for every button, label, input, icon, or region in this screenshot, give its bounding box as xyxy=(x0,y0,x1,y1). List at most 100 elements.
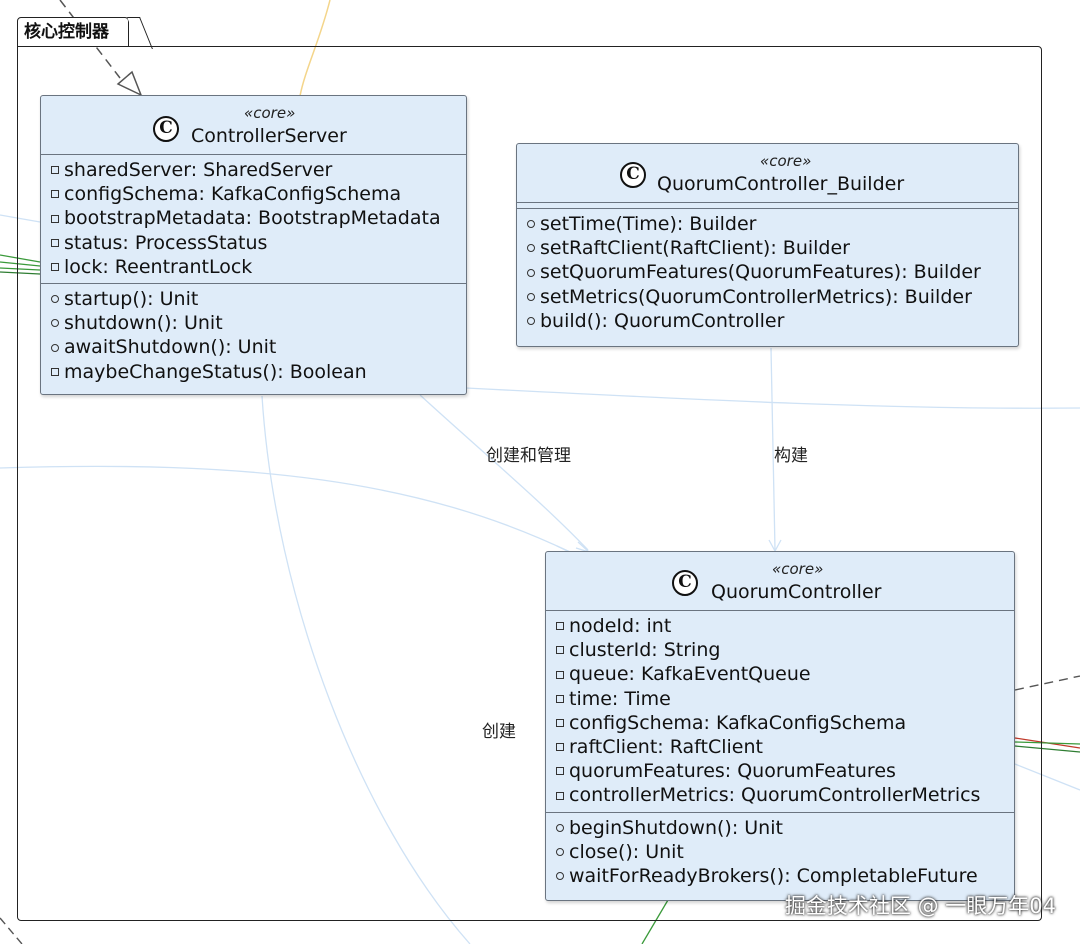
public-visibility-icon xyxy=(556,847,564,856)
private-visibility-icon xyxy=(51,367,59,376)
method-text: awaitShutdown(): Unit xyxy=(64,336,277,359)
edge-yellow-top xyxy=(299,0,331,97)
method-text: beginShutdown(): Unit xyxy=(569,816,783,839)
attribute-row: queue: KafkaEventQueue xyxy=(556,662,1014,686)
method-text: shutdown(): Unit xyxy=(64,312,223,335)
edge-label-build: 构建 xyxy=(774,446,808,466)
edge-create-and-manage xyxy=(419,394,589,551)
private-visibility-icon xyxy=(556,767,564,776)
public-visibility-icon xyxy=(51,319,59,328)
class-header: «core» C QuorumController_Builder xyxy=(517,144,1018,203)
public-visibility-icon xyxy=(527,316,535,325)
attribute-text: nodeId: int xyxy=(569,615,672,637)
private-visibility-icon xyxy=(556,743,564,752)
public-visibility-icon xyxy=(527,244,535,253)
public-visibility-icon xyxy=(51,343,59,352)
method-row: awaitShutdown(): Unit xyxy=(51,335,466,359)
method-text: setTime(Time): Builder xyxy=(540,213,757,235)
method-row: startup(): Unit xyxy=(51,287,466,311)
attribute-row: configSchema: KafkaConfigSchema xyxy=(51,182,466,206)
edge-dashed-bottom-left xyxy=(0,917,23,944)
private-visibility-icon xyxy=(556,791,564,800)
public-visibility-icon xyxy=(527,292,535,301)
method-row: beginShutdown(): Unit xyxy=(556,816,1014,840)
attribute-text: quorumFeatures: QuorumFeatures xyxy=(569,760,896,783)
private-visibility-icon xyxy=(556,622,564,631)
edge-green-left-1 xyxy=(0,254,41,263)
private-visibility-icon xyxy=(556,670,564,679)
method-text: setRaftClient(RaftClient): Builder xyxy=(540,237,850,260)
class-c-icon: C xyxy=(672,570,698,596)
attributes-section-empty xyxy=(517,203,1018,209)
attribute-text: lock: ReentrantLock xyxy=(64,255,253,278)
method-row: setQuorumFeatures(QuorumFeatures): Build… xyxy=(527,260,1018,284)
edge-build xyxy=(770,347,776,551)
edge-green-right-2 xyxy=(1014,745,1080,753)
edge-green-left-3 xyxy=(0,267,41,271)
private-visibility-icon xyxy=(51,238,59,247)
class-quorum-controller-builder[interactable]: «core» C QuorumController_Builder setTim… xyxy=(516,143,1019,347)
method-row: shutdown(): Unit xyxy=(51,311,466,335)
public-visibility-icon xyxy=(556,823,564,832)
attribute-text: raftClient: RaftClient xyxy=(569,736,763,759)
edge-light-right-2 xyxy=(1014,763,1080,791)
method-row: setRaftClient(RaftClient): Builder xyxy=(527,236,1018,260)
attribute-row: lock: ReentrantLock xyxy=(51,255,466,279)
attribute-row: nodeId: int xyxy=(556,614,1014,638)
attribute-row: configSchema: KafkaConfigSchema xyxy=(556,711,1014,735)
class-c-icon: C xyxy=(153,116,179,142)
method-text: maybeChangeStatus(): Boolean xyxy=(64,360,367,383)
method-row: setMetrics(QuorumControllerMetrics): Bui… xyxy=(527,285,1018,309)
attribute-text: time: Time xyxy=(569,687,671,710)
stereotype: «core» xyxy=(244,104,296,122)
public-visibility-icon xyxy=(527,268,535,277)
method-text: setMetrics(QuorumControllerMetrics): Bui… xyxy=(540,285,972,308)
edge-green-bottom xyxy=(641,899,669,944)
edge-label-create-and-manage: 创建和管理 xyxy=(486,446,571,466)
attribute-text: bootstrapMetadata: BootstrapMetadata xyxy=(64,207,441,230)
private-visibility-icon xyxy=(556,646,564,655)
hollow-arrowhead xyxy=(116,70,143,97)
edge-light-right xyxy=(465,387,1080,409)
class-header: «core» C ControllerServer xyxy=(41,96,466,155)
class-name: QuorumController xyxy=(711,581,882,603)
attribute-row: controllerMetrics: QuorumControllerMetri… xyxy=(556,783,1014,807)
method-row: build(): QuorumController xyxy=(527,309,1018,333)
stereotype: «core» xyxy=(772,560,824,578)
edge-green-left-2 xyxy=(0,261,41,267)
class-name: QuorumController_Builder xyxy=(657,173,905,195)
class-controller-server[interactable]: «core» C ControllerServer sharedServer: … xyxy=(40,95,467,395)
edge-dashed-right xyxy=(1014,675,1080,691)
edge-label-create: 创建 xyxy=(482,722,516,742)
class-name: ControllerServer xyxy=(191,125,347,147)
method-text: waitForReadyBrokers(): CompletableFuture xyxy=(569,865,978,888)
attribute-text: configSchema: KafkaConfigSchema xyxy=(64,183,402,206)
watermark: 掘金技术社区 @ 一眼万年04 xyxy=(784,894,1056,918)
attribute-row: status: ProcessStatus xyxy=(51,231,466,255)
package-tab: 核心控制器 xyxy=(17,17,129,47)
method-row: setTime(Time): Builder xyxy=(527,212,1018,236)
attribute-row: quorumFeatures: QuorumFeatures xyxy=(556,759,1014,783)
stereotype: «core» xyxy=(760,152,812,170)
attribute-text: queue: KafkaEventQueue xyxy=(569,663,811,686)
public-visibility-icon xyxy=(556,872,564,881)
attribute-text: clusterId: String xyxy=(569,639,721,662)
attribute-row: bootstrapMetadata: BootstrapMetadata xyxy=(51,206,466,230)
private-visibility-icon xyxy=(556,718,564,727)
class-header: «core» C QuorumController xyxy=(546,552,1014,611)
method-text: setQuorumFeatures(QuorumFeatures): Build… xyxy=(540,261,981,284)
edge-green-right xyxy=(1014,741,1080,745)
edge-create xyxy=(0,465,571,553)
attribute-row: clusterId: String xyxy=(556,638,1014,662)
edge-light-left xyxy=(0,214,41,223)
attribute-text: controllerMetrics: QuorumControllerMetri… xyxy=(569,784,981,807)
private-visibility-icon xyxy=(556,694,564,703)
package-title: 核心控制器 xyxy=(24,22,109,42)
package-frame xyxy=(17,46,1042,921)
